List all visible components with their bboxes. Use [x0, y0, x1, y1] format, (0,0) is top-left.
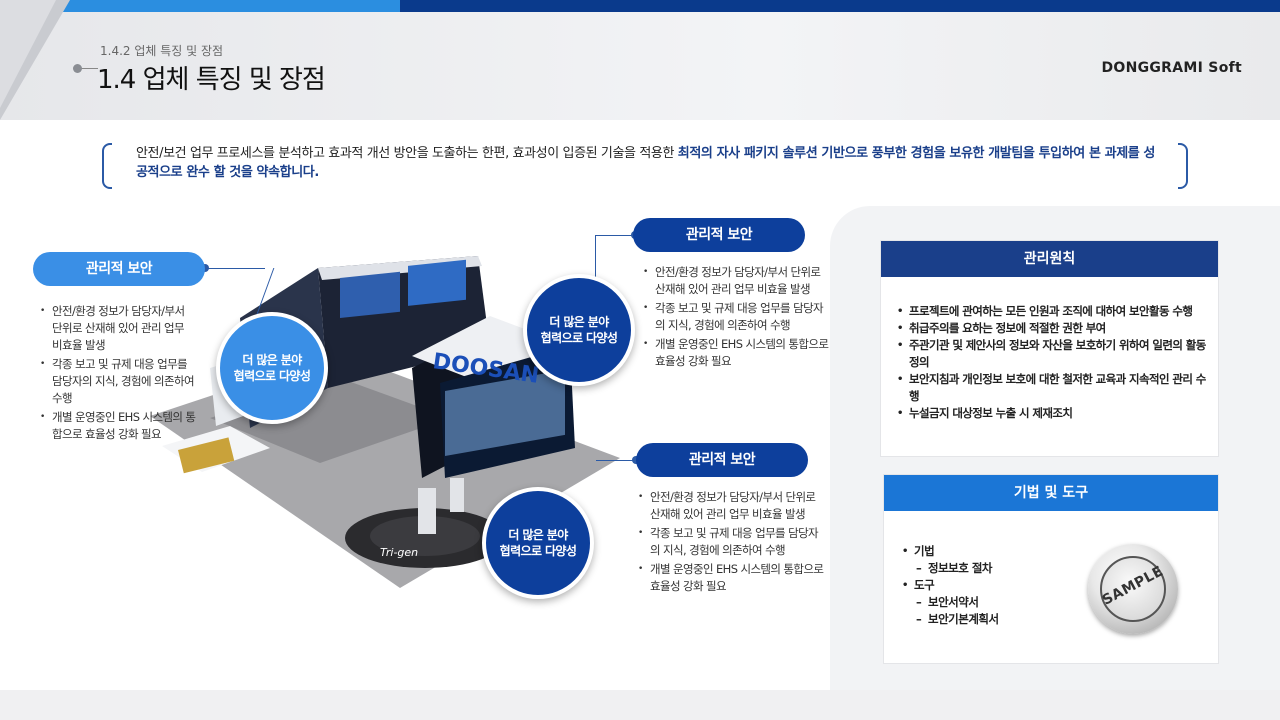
- booth-kiosk-screen: [178, 437, 235, 474]
- tools-category: 기법: [902, 543, 999, 560]
- sample-stamp-ring: [1100, 556, 1166, 622]
- brand-logo-text: DONGGRAMI Soft: [1101, 60, 1242, 76]
- booth-floor-dark: [210, 378, 450, 463]
- corner-decoration-inner: [0, 0, 56, 108]
- bullet-item: 개별 운영중인 EHS 시스템의 통합으로 효율성 강화 필요: [638, 561, 824, 595]
- callout-pill: 관리적 보안: [633, 218, 805, 252]
- title-marker-dot: [73, 64, 82, 73]
- bullet-item: 안전/환경 정보가 담당자/부서 단위로 산재해 있어 관리 업무 비효율 발생: [40, 303, 196, 354]
- booth-machine: [418, 488, 436, 534]
- bullet-item: 각종 보고 및 규제 대응 업무를 담당자의 지식, 경험에 의존하여 수행: [638, 525, 824, 559]
- circle-line: 더 많은 분야: [242, 353, 302, 367]
- booth-floor-text: Tri-gen: [380, 546, 418, 559]
- callout-bullets: 안전/환경 정보가 담당자/부서 단위로 산재해 있어 관리 업무 비효율 발생…: [40, 303, 196, 445]
- connector-dot: [201, 264, 209, 272]
- principle-item: 취급주의를 요하는 정보에 적절한 권한 부여: [897, 320, 1209, 337]
- tools-subitem: 보안기본계획서: [902, 611, 999, 628]
- circle-line: 더 많은 분야: [549, 315, 609, 329]
- connector-line: [595, 235, 635, 236]
- bullet-item: 각종 보고 및 규제 대응 업무를 담당자의 지식, 경험에 의존하여 수행: [40, 356, 196, 407]
- intro-statement: 안전/보건 업무 프로세스를 분석하고 효과적 개선 방안을 도출하는 한편, …: [136, 144, 1166, 182]
- principles-box: 관리원칙 프로젝트에 관여하는 모든 인원과 조직에 대하여 보안활동 수행 취…: [880, 240, 1219, 457]
- principle-item: 프로젝트에 관여하는 모든 인원과 조직에 대하여 보안활동 수행: [897, 303, 1209, 320]
- circle-line: 협력으로 다양성: [499, 544, 577, 558]
- intro-highlight: 최적의 자사 패키지 솔루션 기반으로 풍부한 경험을 보유한 개발팀을 투입하…: [136, 146, 1155, 180]
- intro-text: 안전/보건 업무 프로세스를 분석하고 효과적 개선 방안을 도출하는 한편, …: [136, 146, 678, 161]
- tools-subitem: 보안서약서: [902, 594, 999, 611]
- connector-line: [595, 235, 596, 277]
- booth-back-wall-top: [318, 256, 482, 280]
- principle-item: 주관기관 및 제안사의 정보와 자산을 보호하기 위하여 일련의 활동 정의: [897, 337, 1209, 371]
- circle-line: 더 많은 분야: [508, 528, 568, 542]
- header-background: [0, 12, 1280, 120]
- tools-category: 도구: [902, 577, 999, 594]
- callout-bullets: 안전/환경 정보가 담당자/부서 단위로 산재해 있어 관리 업무 비효율 발생…: [643, 264, 829, 372]
- principle-item: 누설금지 대상정보 누출 시 제재조치: [897, 405, 1209, 422]
- principle-item: 보안지침과 개인정보 보호에 대한 철저한 교육과 지속적인 관리 수행: [897, 371, 1209, 405]
- sample-stamp: SAMPLE: [1088, 544, 1178, 634]
- callout-bullets: 안전/환경 정보가 담당자/부서 단위로 산재해 있어 관리 업무 비효율 발생…: [638, 489, 824, 597]
- title-marker-line: [78, 68, 98, 69]
- bullet-item: 개별 운영중인 EHS 시스템의 통합으로 효율성 강화 필요: [643, 336, 829, 370]
- intro-bracket-right: [1178, 143, 1188, 189]
- breadcrumb: 1.4.2 업체 특징 및 장점: [100, 44, 224, 58]
- circle-line: 협력으로 다양성: [540, 331, 618, 345]
- booth-screen: [408, 259, 466, 306]
- principles-title: 관리원칙: [881, 241, 1218, 277]
- callout-pill: 관리적 보안: [636, 443, 808, 477]
- principles-list: 프로젝트에 관여하는 모든 인원과 조직에 대하여 보안활동 수행 취급주의를 …: [897, 303, 1209, 422]
- bullet-item: 개별 운영중인 EHS 시스템의 통합으로 효율성 강화 필요: [40, 409, 196, 443]
- booth-screen: [340, 271, 400, 319]
- tools-title: 기법 및 도구: [884, 475, 1218, 511]
- bottom-strip: [0, 690, 1280, 720]
- circle-line: 협력으로 다양성: [233, 369, 311, 383]
- tools-subitem: 정보보호 절차: [902, 560, 999, 577]
- connector-line: [205, 268, 265, 269]
- booth-machine: [450, 478, 464, 512]
- callout-pill: 관리적 보안: [33, 252, 205, 286]
- bullet-item: 안전/환경 정보가 담당자/부서 단위로 산재해 있어 관리 업무 비효율 발생: [638, 489, 824, 523]
- booth-turntable-inner: [370, 516, 480, 556]
- top-accent-bar-light: [0, 0, 400, 12]
- booth-video: [445, 369, 565, 456]
- connector-line: [596, 460, 636, 461]
- bullet-item: 각종 보고 및 규제 대응 업무를 담당자의 지식, 경험에 의존하여 수행: [643, 300, 829, 334]
- bullet-item: 안전/환경 정보가 담당자/부서 단위로 산재해 있어 관리 업무 비효율 발생: [643, 264, 829, 298]
- tools-list: 기법 정보보호 절차 도구 보안서약서 보안기본계획서: [902, 543, 999, 628]
- page-title: 1.4 업체 특징 및 장점: [97, 65, 326, 95]
- intro-bracket-left: [102, 143, 112, 189]
